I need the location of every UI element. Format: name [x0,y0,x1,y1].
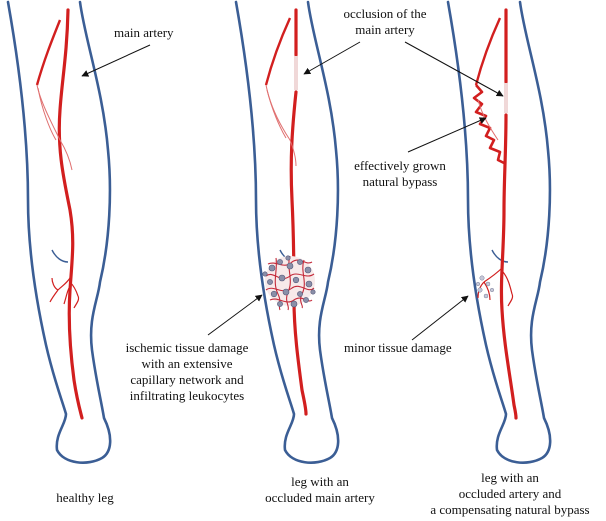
label-ischemic: ischemic tissue damage with an extensive… [102,340,272,404]
caption-occluded: leg with an occluded main artery [250,474,390,506]
bypass-leg [448,2,550,463]
ischemic-damage-area [263,256,315,310]
label-bypass: effectively grown natural bypass [335,158,465,190]
caption-healthy: healthy leg [30,490,140,506]
occlusion [504,83,508,113]
label-minor: minor tissue damage [344,340,452,356]
leg-outline [8,2,110,463]
branch-artery [266,18,290,85]
arrow-occlusion-leg2 [304,42,360,74]
healthy-leg [8,2,110,463]
knee-line [492,250,508,262]
main-artery [59,10,82,418]
capillary-branches [50,278,79,308]
natural-bypass [474,85,506,164]
main-artery-lower [501,115,516,418]
occlusion [294,56,298,90]
knee-line [52,250,68,262]
minor-damage [476,276,494,298]
capillary-branches [478,268,513,306]
label-main-artery: main artery [114,25,174,41]
branch-artery [37,20,60,85]
leg-outline [448,2,550,463]
thin-vessel [267,90,286,138]
arrow-minor [412,296,468,340]
thin-vessel [37,85,72,170]
label-occlusion: occlusion of the main artery [315,6,455,38]
branch-artery [476,18,500,85]
arrow-bypass [408,118,486,152]
main-artery-lower [291,92,306,414]
arrow-ischemic [208,295,262,335]
caption-compensated: leg with an occluded artery and a compen… [415,470,605,518]
arrow-occlusion-leg3 [405,42,503,96]
